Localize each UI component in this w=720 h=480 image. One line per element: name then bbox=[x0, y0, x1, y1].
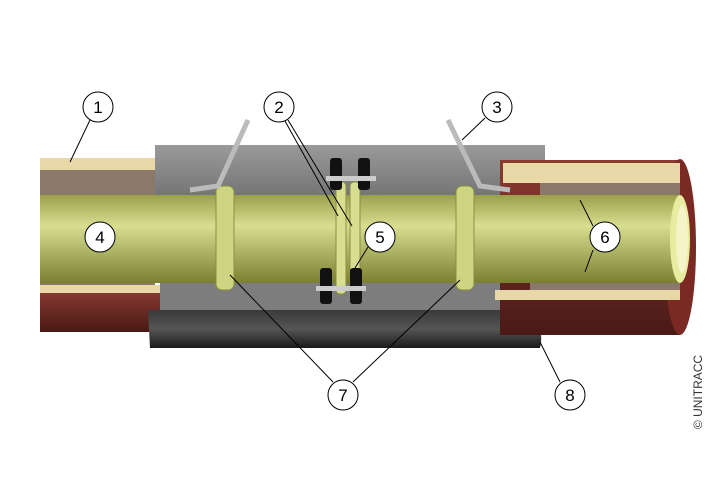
svg-text:4: 4 bbox=[95, 228, 104, 247]
callout-5: 5 bbox=[364, 221, 396, 253]
clamp-bolt-bottom bbox=[316, 286, 366, 291]
svg-text:2: 2 bbox=[274, 98, 283, 117]
svg-text:1: 1 bbox=[93, 98, 102, 117]
callout-8: 8 bbox=[554, 379, 586, 411]
vent-pipe-right bbox=[445, 118, 511, 193]
coupling-flange-a bbox=[335, 181, 347, 295]
sleeve-bottom bbox=[148, 310, 542, 348]
clamp-bolt-top bbox=[326, 176, 376, 181]
clamp-top-b bbox=[358, 158, 370, 190]
left-facing-top bbox=[40, 158, 190, 170]
callout-2: 2 bbox=[263, 91, 295, 123]
svg-text:6: 6 bbox=[600, 228, 609, 247]
copyright-notice: © UNITRACC bbox=[691, 354, 705, 430]
svg-text:8: 8 bbox=[565, 386, 574, 405]
callout-7: 7 bbox=[327, 379, 359, 411]
vent-pipe-left bbox=[189, 118, 251, 193]
right-facing-bottom bbox=[495, 290, 680, 300]
clamp-top-a bbox=[330, 158, 342, 190]
callout-3: 3 bbox=[481, 91, 513, 123]
svg-text:3: 3 bbox=[492, 98, 501, 117]
left-facing-bottom bbox=[40, 285, 180, 293]
svg-text:7: 7 bbox=[338, 386, 347, 405]
leader-lines bbox=[69, 117, 594, 383]
collar-right bbox=[455, 185, 475, 291]
svg-text:5: 5 bbox=[375, 228, 384, 247]
collar-left bbox=[215, 185, 235, 291]
callout-1: 1 bbox=[82, 91, 114, 123]
callout-4: 4 bbox=[84, 221, 116, 253]
callout-6: 6 bbox=[589, 221, 621, 253]
right-facing-top bbox=[503, 163, 680, 183]
pipe-bore bbox=[676, 205, 688, 273]
